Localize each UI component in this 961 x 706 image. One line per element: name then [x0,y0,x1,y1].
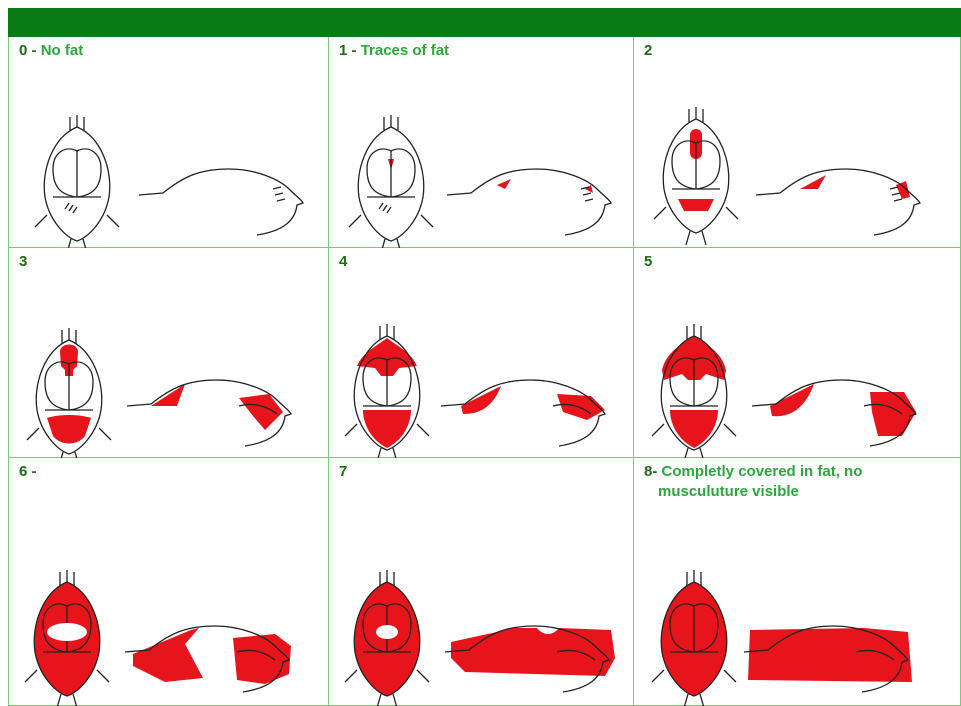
ventral-view [652,570,736,706]
feather-ticks [379,203,391,213]
bird-fat-illustration [9,458,330,706]
feather-ticks [273,187,285,201]
score-cell-2: 2 [634,37,961,248]
lateral-view [744,626,912,692]
neck-lines [689,107,703,123]
score-cell-1: 1 - Traces of fat [329,37,634,248]
abdominal-fat [670,410,718,448]
bird-fat-illustration [329,458,634,706]
flank-fat [770,384,814,416]
abdominal-fat [47,415,91,444]
score-cell-6: 6 - [8,458,329,706]
lateral-view [139,169,303,235]
leg-lines [654,207,738,245]
side-fat [451,628,615,676]
neck-lines [384,115,398,131]
flank-fat [497,179,511,189]
exposed-muscle [47,623,87,641]
bird-fat-illustration [329,37,634,248]
score-cell-0: 0 - No fat [8,37,329,248]
lateral-view [447,169,611,235]
lateral-view [445,626,615,692]
score-cell-7: 7 [329,458,634,706]
flank-fat [151,384,185,406]
lateral-view [756,169,920,235]
ventral-view [25,570,109,706]
bird-fat-illustration [634,248,961,458]
bird-fat-illustration [634,458,961,706]
exposed-muscle [376,625,398,639]
leg-lines [349,215,433,248]
ventral-view [349,115,433,248]
bird-fat-illustration [329,248,634,458]
lateral-view [125,626,291,692]
ventral-view [345,324,429,458]
neck-lines [70,115,84,131]
belly-fat [233,634,291,684]
body-outline [447,169,611,235]
lateral-view [441,380,605,446]
score-cell-5: 5 [634,248,961,458]
lateral-view [752,380,916,446]
abdominal-fat [678,199,714,211]
belly-fat [870,392,916,436]
score-cell-3: 3 [8,248,329,458]
abdominal-fat [363,410,411,448]
ventral-view [27,328,111,458]
neck-lines [62,328,76,344]
body-outline [756,169,920,235]
feather-ticks [65,203,77,213]
header-bar [8,8,961,37]
bird-fat-illustration [9,37,330,248]
bird-fat-illustration [634,37,961,248]
bird-fat-illustration [9,248,330,458]
leg-lines [35,215,119,248]
belly-fat [585,185,593,193]
ventral-view [35,115,119,248]
score-cell-4: 4 [329,248,634,458]
body-outline [139,169,303,235]
fat-score-grid: 0 - No fat 1 - Traces of fat 2 3 4 5 6 -… [8,37,961,706]
lateral-view [127,380,291,446]
ventral-view [652,324,736,458]
ventral-view [654,107,738,245]
flank-fat [461,386,501,414]
flank-fat [133,628,203,682]
ventral-view [345,570,429,706]
neck-lines [380,324,394,340]
